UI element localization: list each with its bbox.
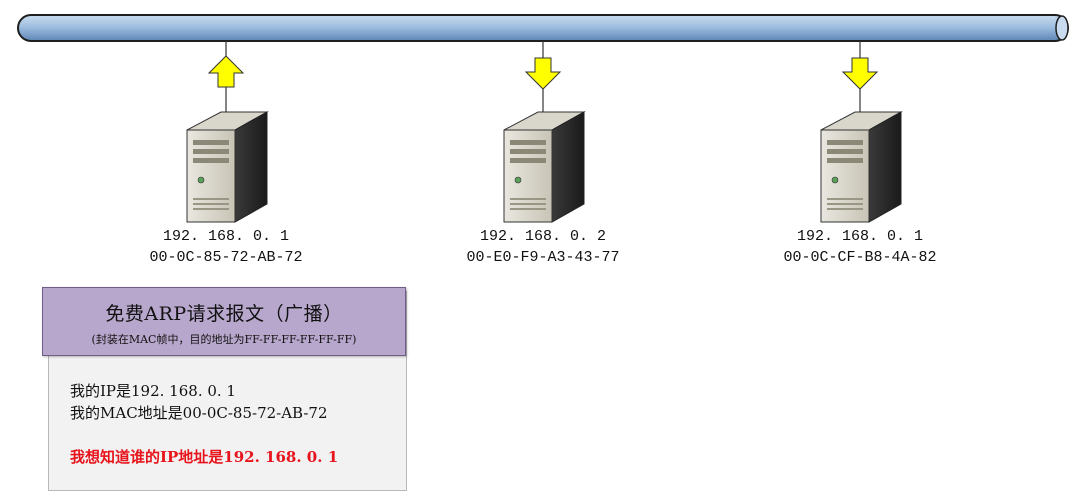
host-2-label: 192. 168. 0. 2 00-E0-F9-A3-43-77 [423, 226, 663, 268]
host-3-label: 192. 168. 0. 1 00-0C-CF-B8-4A-82 [740, 226, 980, 268]
network-bus [17, 14, 1069, 42]
host-ip: 192. 168. 0. 2 [479, 228, 607, 245]
arp-packet-header: 免费ARP请求报文（广播） (封装在MAC帧中，目的地址为FF-FF-FF-FF… [42, 287, 406, 356]
host-mac: 00-0C-CF-B8-4A-82 [783, 249, 937, 266]
down-arrow-icon [524, 57, 562, 90]
host-mac: 00-E0-F9-A3-43-77 [466, 249, 620, 266]
packet-ip-line: 我的IP是192. 168. 0. 1 [70, 382, 236, 400]
server-icon [820, 111, 903, 223]
down-arrow-icon [841, 57, 879, 90]
host-ip: 192. 168. 0. 1 [796, 228, 924, 245]
packet-subtitle: (封装在MAC帧中，目的地址为FF-FF-FF-FF-FF-FF) [91, 333, 357, 346]
packet-question: 我想知道谁的IP地址是192. 168. 0. 1 [70, 448, 339, 466]
server-icon [503, 111, 586, 223]
host-mac: 00-0C-85-72-AB-72 [149, 249, 303, 266]
server-icon [186, 111, 269, 223]
packet-title: 免费ARP请求报文（广播） [105, 303, 343, 325]
packet-mac-line: 我的MAC地址是00-0C-85-72-AB-72 [70, 404, 328, 422]
host-1-label: 192. 168. 0. 1 00-0C-85-72-AB-72 [106, 226, 346, 268]
up-arrow-icon [207, 55, 245, 88]
host-ip: 192. 168. 0. 1 [162, 228, 290, 245]
